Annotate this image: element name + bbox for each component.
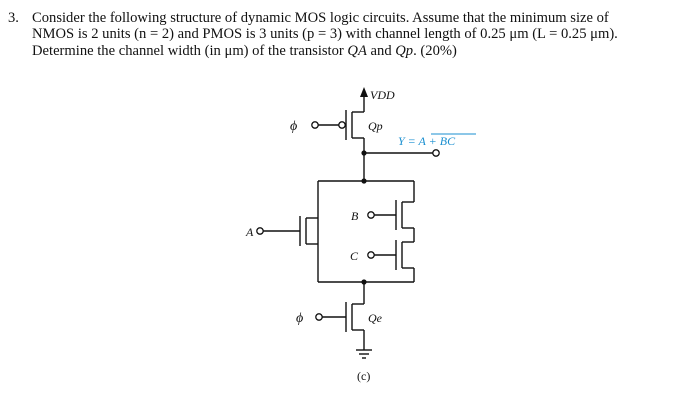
question-number: 3.: [8, 10, 19, 26]
qe-label: Qe: [368, 311, 383, 325]
pmos-qp: [311, 110, 365, 181]
pulldown-network: [317, 178, 414, 285]
nmos-qc: [367, 240, 415, 282]
vdd-label: VDD: [370, 88, 395, 102]
input-c-label: C: [350, 249, 359, 263]
qp-label: Qp: [368, 119, 383, 133]
transistor-qp-ref: Qp: [395, 42, 414, 59]
nmos-qe: [315, 282, 365, 350]
question-line-2: NMOS is 2 units (n = 2) and PMOS is 3 un…: [32, 26, 618, 43]
question-line-1: 3.Consider the following structure of dy…: [8, 10, 609, 26]
question-line-3: Determine the channel width (in μm) of t…: [32, 42, 457, 59]
nmos-qa: [256, 216, 318, 246]
vdd-arrow-icon: [360, 87, 368, 112]
input-a-label: A: [245, 225, 254, 239]
input-b-label: B: [351, 209, 359, 223]
phi-bottom-label: ϕ: [296, 311, 303, 326]
ground-icon: [356, 349, 372, 359]
figure-caption: (c): [357, 369, 370, 383]
transistor-qa-ref: QA: [347, 42, 367, 59]
phi-top-label: ϕ: [290, 119, 297, 134]
output-node: [361, 149, 440, 157]
question-text: 3.Consider the following structure of dy…: [8, 10, 684, 59]
output-equation: Y = A + BC: [398, 134, 456, 148]
nmos-qb: [367, 181, 415, 230]
